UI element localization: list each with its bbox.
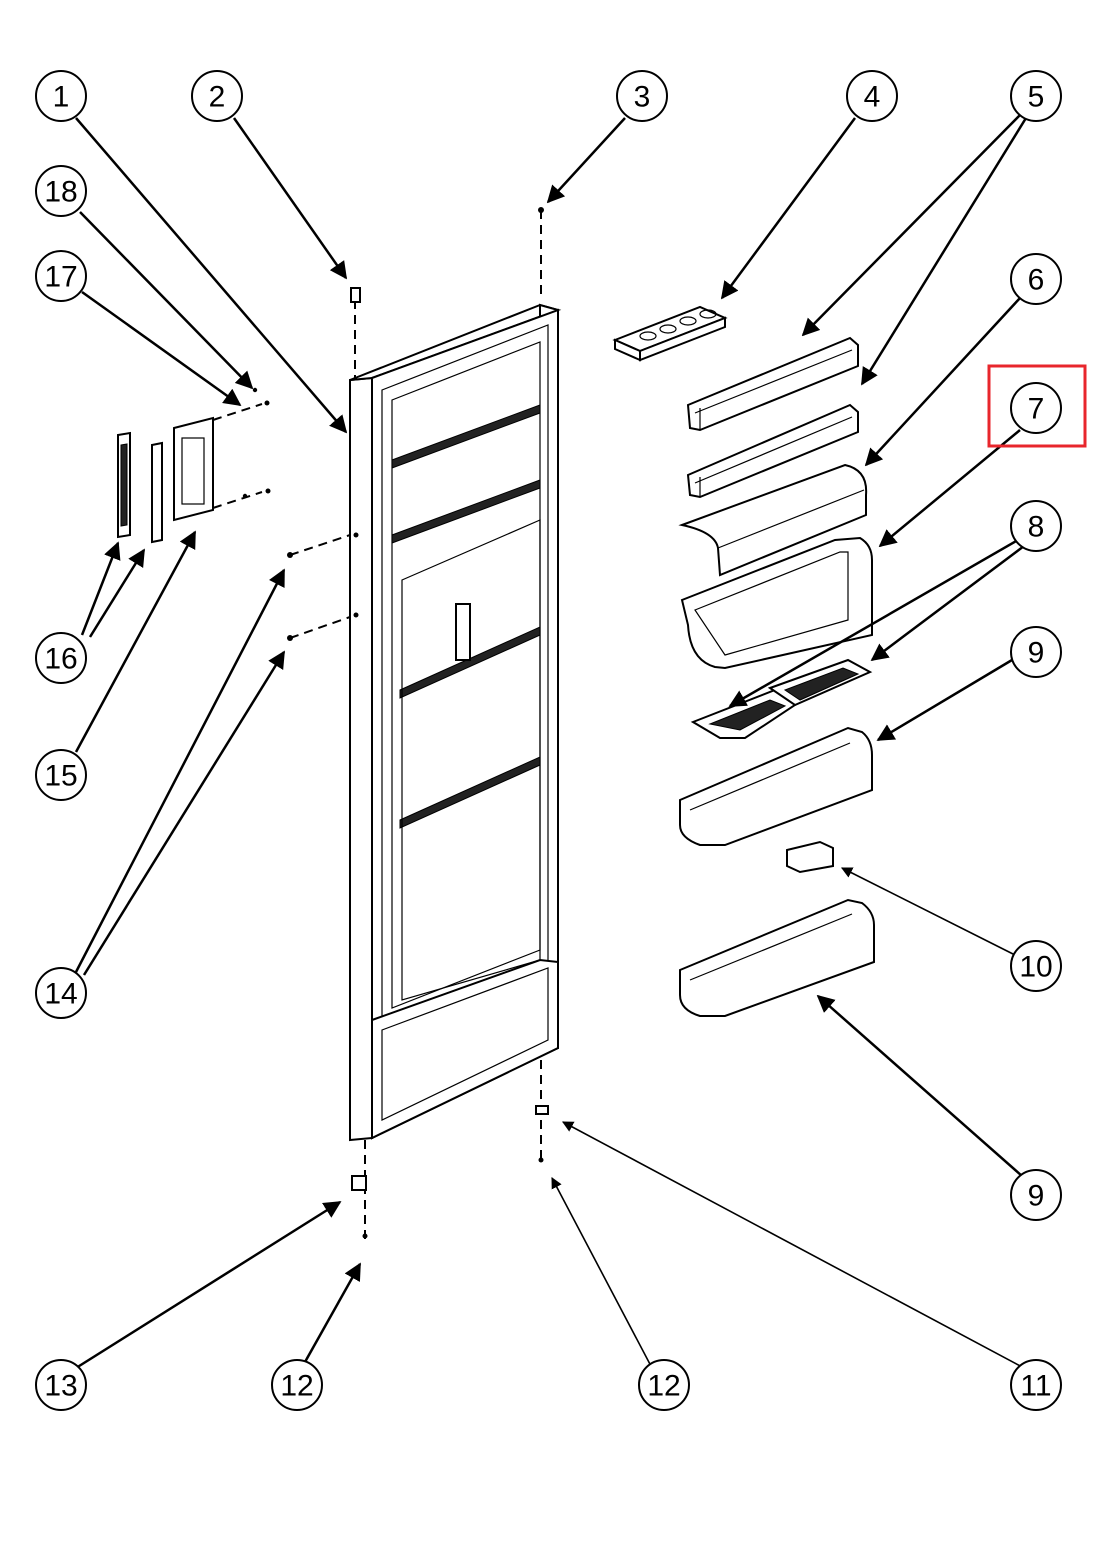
callout-label-1: 1 [53, 81, 70, 114]
callout-label-6: 6 [1028, 264, 1045, 297]
door-shelf-second [686, 403, 859, 499]
hinge-parts [350, 207, 549, 1239]
callout-label-17: 17 [44, 261, 77, 294]
screw-axis-2 [289, 616, 351, 639]
callout-label-4: 4 [864, 81, 881, 114]
callout-label-2: 2 [209, 81, 226, 114]
door-bin-9-upper [679, 726, 873, 846]
callout-4: 4 [846, 70, 898, 122]
callout-12-left: 12 [271, 1359, 323, 1411]
callout-label-9b: 9 [1028, 1180, 1045, 1213]
door-shelf-top [686, 336, 859, 432]
callout-16: 16 [35, 632, 87, 684]
callout-13: 13 [35, 1359, 87, 1411]
callout-1: 1 [35, 70, 87, 122]
screw-axis-1 [289, 534, 351, 556]
callout-label-7: 7 [1028, 393, 1045, 426]
callout-18: 18 [35, 165, 87, 217]
callout-6: 6 [1010, 253, 1062, 305]
callout-2: 2 [191, 70, 243, 122]
callout-3: 3 [616, 70, 668, 122]
callout-5: 5 [1010, 70, 1062, 122]
callout-label-9a: 9 [1028, 637, 1045, 670]
callout-label-16: 16 [44, 643, 77, 676]
callout-label-11: 11 [1020, 1370, 1051, 1403]
leader-lines [74, 114, 1028, 1370]
callout-7: 7 [987, 364, 1087, 448]
callout-10: 10 [1010, 940, 1062, 992]
callout-9-lower: 9 [1010, 1169, 1062, 1221]
small-tray-right [767, 658, 873, 707]
callout-14: 14 [35, 967, 87, 1019]
callout-8: 8 [1010, 500, 1062, 552]
callout-label-12a: 12 [280, 1370, 313, 1403]
callout-label-15: 15 [44, 760, 77, 793]
callout-12-right: 12 [638, 1359, 690, 1411]
highlight-box [987, 364, 1087, 448]
callout-label-18: 18 [44, 176, 77, 209]
callout-label-13: 13 [44, 1370, 77, 1403]
callout-11: 11 [1010, 1359, 1062, 1411]
callout-17: 17 [35, 250, 87, 302]
callout-9-upper: 9 [1010, 626, 1062, 678]
callout-label-5: 5 [1028, 81, 1045, 114]
door-bin-9-lower [679, 898, 875, 1017]
door-panel [349, 303, 562, 1142]
callout-label-10: 10 [1019, 951, 1052, 984]
small-tray-left [690, 688, 800, 739]
bin-clip [786, 840, 834, 874]
callout-label-12b: 12 [647, 1370, 680, 1403]
dairy-cover [678, 463, 868, 577]
handle-parts [117, 387, 271, 544]
egg-tray [612, 305, 728, 362]
door-bin-7 [680, 536, 873, 670]
callout-15: 15 [35, 749, 87, 801]
callout-label-14: 14 [44, 978, 77, 1011]
callout-label-3: 3 [634, 81, 651, 114]
callout-label-8: 8 [1028, 511, 1045, 544]
